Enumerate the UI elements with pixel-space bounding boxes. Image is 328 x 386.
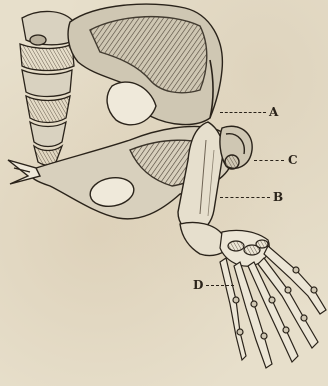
vertebral-column bbox=[20, 11, 74, 165]
label-a: A bbox=[269, 106, 278, 118]
label-b: B bbox=[273, 191, 283, 203]
label-c: C bbox=[288, 154, 298, 166]
leader-line-c bbox=[254, 160, 284, 161]
ilium bbox=[68, 4, 222, 125]
leader-line-a bbox=[220, 112, 266, 113]
label-d: D bbox=[193, 279, 203, 291]
foot-bones bbox=[220, 230, 326, 368]
leader-line-d bbox=[206, 285, 234, 286]
leader-line-b bbox=[220, 197, 270, 198]
